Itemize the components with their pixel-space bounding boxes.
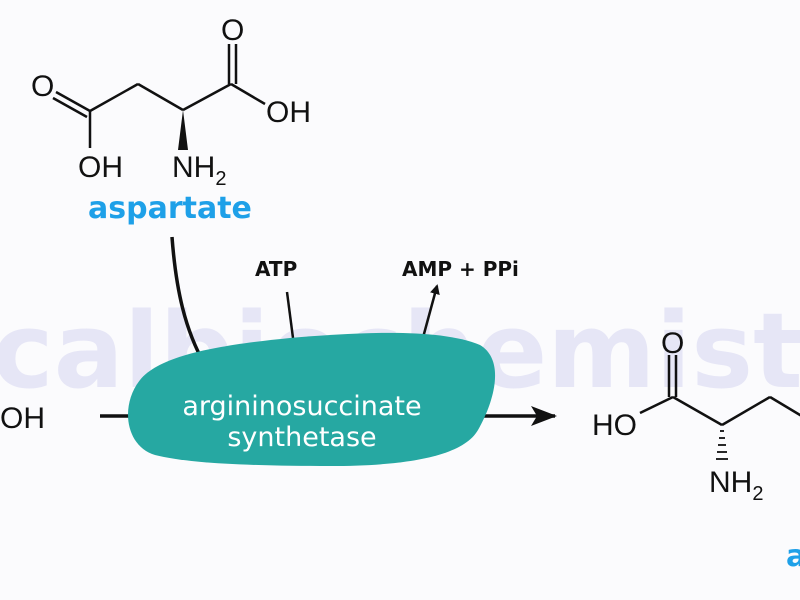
substrate-oh-fragment: OH: [0, 402, 45, 435]
amp-ppi-label: AMP + PPi: [402, 257, 519, 281]
atom-o: O: [221, 14, 244, 47]
enzyme-name-line2: synthetase: [227, 422, 376, 453]
atom-o: O: [661, 327, 684, 360]
product-structure: O HO NH2: [592, 327, 800, 505]
enzyme-name-line1: argininosuccinate: [182, 391, 421, 422]
atom-o: O: [31, 70, 54, 103]
enzyme-blob: [128, 332, 496, 466]
atom-oh: OH: [266, 96, 311, 129]
atom-oh: OH: [78, 151, 123, 184]
atom-ho: HO: [592, 409, 637, 442]
product-label-fragment: a: [786, 539, 800, 574]
atp-input-line: [285, 291, 295, 339]
hashed-bond: [716, 430, 728, 460]
wedge-bond: [178, 110, 188, 150]
aspartate-structure: O O OH OH NH2: [31, 14, 311, 190]
atom-nh2: NH2: [172, 151, 226, 190]
atp-label: ATP: [255, 257, 297, 281]
aspartate-label: aspartate: [88, 191, 252, 226]
atom-nh2: NH2: [709, 466, 763, 505]
